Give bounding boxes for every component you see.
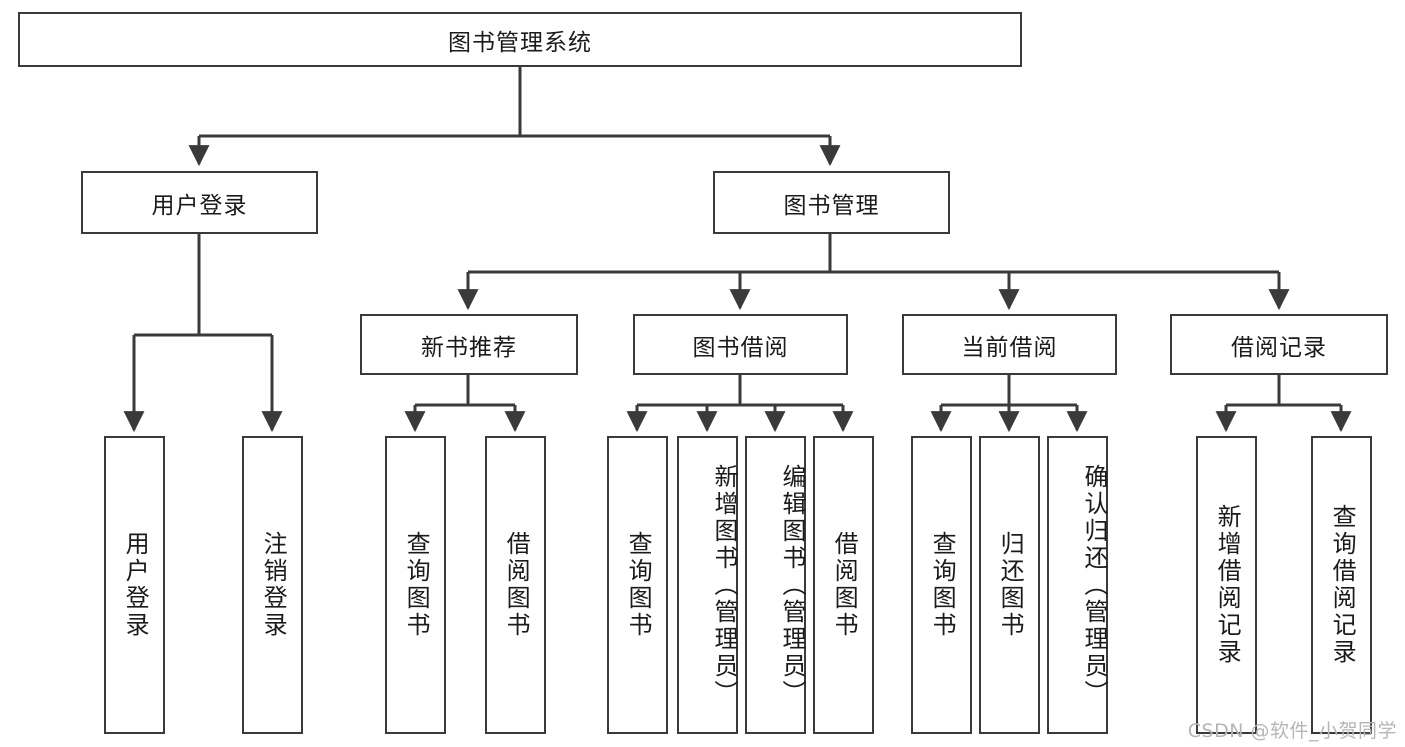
node-label: 编辑图书（管理员） [778,463,806,707]
node-label: 用户登录 [151,192,248,219]
node-user-login[interactable]: 用户登录 [81,171,318,234]
node-root-system[interactable]: 图书管理系统 [18,12,1022,67]
node-label: 确认归还（管理员） [1080,463,1108,707]
node-label: 图书管理 [783,192,880,219]
leaf-borrow-book[interactable]: 借阅图书 [813,436,874,734]
leaf-return-book[interactable]: 归还图书 [979,436,1040,734]
node-label: 借阅图书 [830,531,859,639]
node-label: 图书借阅 [692,334,789,361]
node-label: 查询图书 [402,531,431,639]
node-current-borrow[interactable]: 当前借阅 [902,314,1117,375]
node-label: 查询图书 [624,531,653,639]
leaf-borrow-book-new[interactable]: 借阅图书 [485,436,546,734]
node-label: 查询借阅记录 [1328,504,1357,666]
node-book-management[interactable]: 图书管理 [713,171,950,234]
node-label: 借阅记录 [1231,334,1327,361]
node-label: 图书管理系统 [448,29,592,56]
leaf-add-borrow-record[interactable]: 新增借阅记录 [1196,436,1257,734]
node-label: 查询图书 [928,531,957,639]
leaf-query-book-current[interactable]: 查询图书 [911,436,972,734]
node-label: 借阅图书 [502,531,531,639]
leaf-add-book-admin[interactable]: 新增图书（管理员） [677,436,738,734]
watermark-text: CSDN @软件_小贺同学 [1187,720,1397,742]
node-label: 当前借阅 [961,334,1058,361]
node-label: 新增借阅记录 [1213,504,1242,666]
node-label: 新增图书（管理员） [710,463,738,707]
leaf-user-login[interactable]: 用户登录 [104,436,165,734]
leaf-confirm-return-admin[interactable]: 确认归还（管理员） [1047,436,1108,734]
leaf-edit-book-admin[interactable]: 编辑图书（管理员） [745,436,806,734]
leaf-query-borrow-record[interactable]: 查询借阅记录 [1311,436,1372,734]
leaf-query-book-borrow[interactable]: 查询图书 [607,436,668,734]
node-book-borrow[interactable]: 图书借阅 [633,314,848,375]
node-borrow-record[interactable]: 借阅记录 [1170,314,1388,375]
node-new-book-recommend[interactable]: 新书推荐 [360,314,578,375]
node-label: 注销登录 [259,531,288,639]
leaf-query-book-new[interactable]: 查询图书 [385,436,446,734]
node-label: 新书推荐 [421,334,517,361]
node-label: 归还图书 [996,531,1025,639]
node-label: 用户登录 [121,531,150,639]
leaf-logout[interactable]: 注销登录 [242,436,303,734]
